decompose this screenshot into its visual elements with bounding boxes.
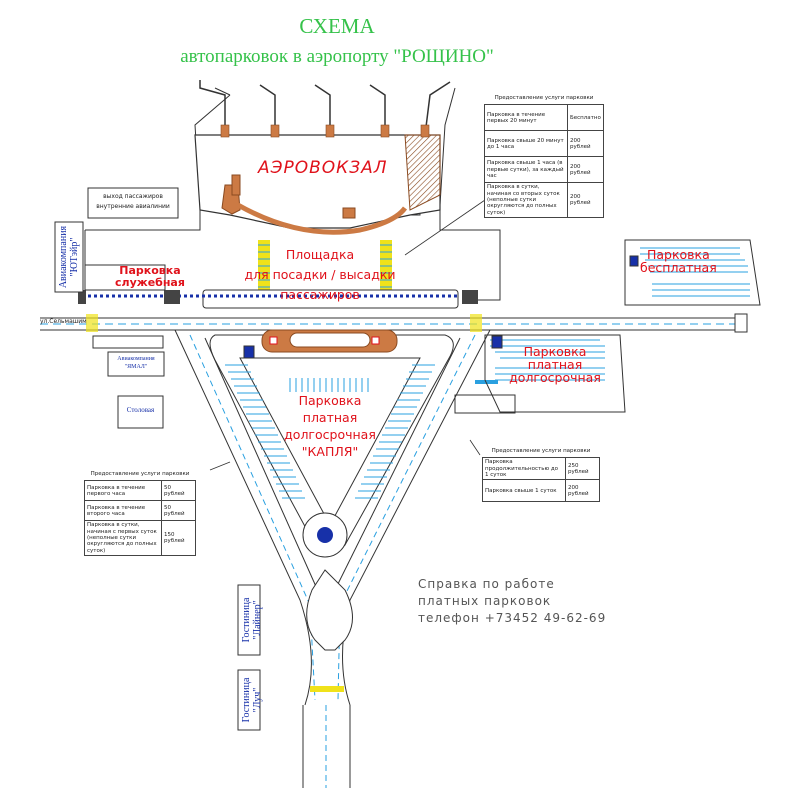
right-paid-parking-zone: [454, 334, 626, 414]
hotel-luch-line1: Гостиница: [241, 677, 252, 723]
terminal-building: [194, 80, 451, 235]
price-left-row-price: 150 рублей: [161, 520, 196, 556]
kaplya-line3: долгосрочная: [284, 427, 376, 442]
leader-lines: [209, 199, 486, 471]
price-top-row-price: 200 рублей: [567, 156, 604, 184]
service-parking-line1: Парковка: [119, 264, 181, 277]
yamal-line2: "ЯМАЛ": [124, 364, 148, 370]
info-phone[interactable]: телефон +73452 49-62-69: [418, 611, 607, 625]
hotel-luch-line2: "Луч": [252, 687, 263, 713]
utair-label: Авиакомпания "ЮТэйр": [58, 224, 80, 290]
kaplya-line4: "КАПЛЯ": [301, 444, 359, 459]
price-left-header: Предоставление услуги парковки: [90, 471, 190, 477]
price-right-row-price: 250 рублей: [565, 457, 600, 481]
kaplya-line1: Парковка: [298, 393, 362, 408]
main-road: [40, 313, 748, 333]
price-right-row-price: 200 рублей: [565, 479, 600, 503]
terminal-label: АЭРОВОКЗАЛ: [258, 158, 388, 178]
price-table-top: Предоставление услуги парковки Парковка …: [484, 94, 604, 218]
right-paid-parking-label: Парковка платная долгосрочная: [500, 344, 610, 386]
yamal-label: Авиакомпания "ЯМАЛ": [108, 355, 164, 371]
price-top-row-desc: Парковка в течение первых 20 минут: [484, 104, 568, 132]
free-parking-label: Парковка бесплатная: [640, 248, 717, 274]
service-parking-label: Парковка служебная: [115, 265, 185, 288]
yamal-line1: Авиакомпания: [117, 356, 155, 362]
info-block: Справка по работе платных парковок телеф…: [418, 576, 606, 627]
price-table-left: Предоставление услуги парковки Парковка …: [84, 470, 196, 556]
info-line1: Справка по работе: [418, 577, 555, 591]
hotel-luch-label: Гостиница "Луч": [241, 672, 263, 728]
service-parking-zone: [84, 264, 166, 291]
platform-strip: [78, 289, 478, 309]
platform-label-line2: для посадки / высадки пассажиров: [244, 267, 396, 302]
price-top-row-desc: Парковка свыше 1 часа (в первые сутки), …: [484, 156, 568, 184]
price-left-row-price: 50 рублей: [161, 480, 196, 502]
map-title: СХЕМА: [299, 14, 375, 38]
utair-line1: Авиакомпания: [58, 225, 69, 289]
info-line2: платных парковок: [418, 594, 552, 608]
right-paid-line3: долгосрочная: [509, 370, 601, 386]
price-top-row-price: 200 рублей: [567, 182, 604, 218]
exit-box: выход пассажиров внутренние авиалинии: [88, 188, 178, 218]
crosswalk-lower: [86, 314, 482, 692]
price-right-row-desc: Парковка продолжительностью до 1 суток: [482, 457, 566, 481]
price-left-row-desc: Парковка в сутки, начиная с первых суток…: [84, 520, 162, 556]
service-parking-line2: служебная: [115, 275, 185, 289]
price-top-row-price: 200 рублей: [567, 130, 604, 158]
price-right-header: Предоставление услуги парковки: [491, 448, 591, 454]
platform-label: Площадка для посадки / высадки пассажиро…: [205, 245, 435, 305]
utair-line2: "ЮТэйр": [69, 237, 80, 277]
canteen-label: Столовая: [126, 406, 155, 414]
right-paid-line2: платная: [527, 357, 583, 373]
exit-box-line2: внутренние авиалинии: [96, 203, 170, 210]
street-label: ул.Сельмашим: [40, 318, 87, 325]
price-right-row-desc: Парковка свыше 1 суток: [482, 479, 566, 503]
price-top-header: Предоставление услуги парковки: [494, 95, 594, 101]
price-left-row-price: 50 рублей: [161, 500, 196, 522]
exit-box-line1: выход пассажиров: [103, 193, 163, 200]
map-subtitle: автопарковок в аэропорту "РОЩИНО": [180, 46, 494, 67]
kaplya-line2: платная: [302, 410, 358, 425]
price-left-row-desc: Парковка в течение второго часа: [84, 500, 162, 522]
price-top-row-desc: Парковка в сутки, начиная со вторых суто…: [484, 182, 568, 218]
price-table-right: Предоставление услуги парковки Парковка …: [482, 447, 600, 503]
free-parking-zone: [624, 239, 761, 306]
left-buildings: [54, 187, 261, 731]
crosswalks: [258, 240, 392, 295]
price-top-row-price: Бесплатно: [567, 104, 604, 132]
price-top-row-desc: Парковка свыше 20 минут до 1 часа: [484, 130, 568, 158]
free-parking-line2: бесплатная: [640, 260, 717, 276]
hotel-liner-line1: Гостиница: [241, 597, 252, 643]
platform-label-line1: Площадка: [285, 247, 355, 262]
kaplya-parking-area: [209, 329, 454, 651]
parking-stalls: [225, 247, 750, 499]
right-paid-line1: Парковка: [523, 344, 587, 359]
free-parking-line1: Парковка: [646, 247, 710, 262]
price-left-row-desc: Парковка в течение первого часа: [84, 480, 162, 502]
kaplya-parking-label: Парковка платная долгосрочная "КАПЛЯ": [265, 392, 395, 460]
hotel-liner-line2: "Лайнер": [252, 600, 263, 640]
hotel-liner-label: Гостиница "Лайнер": [241, 587, 263, 653]
